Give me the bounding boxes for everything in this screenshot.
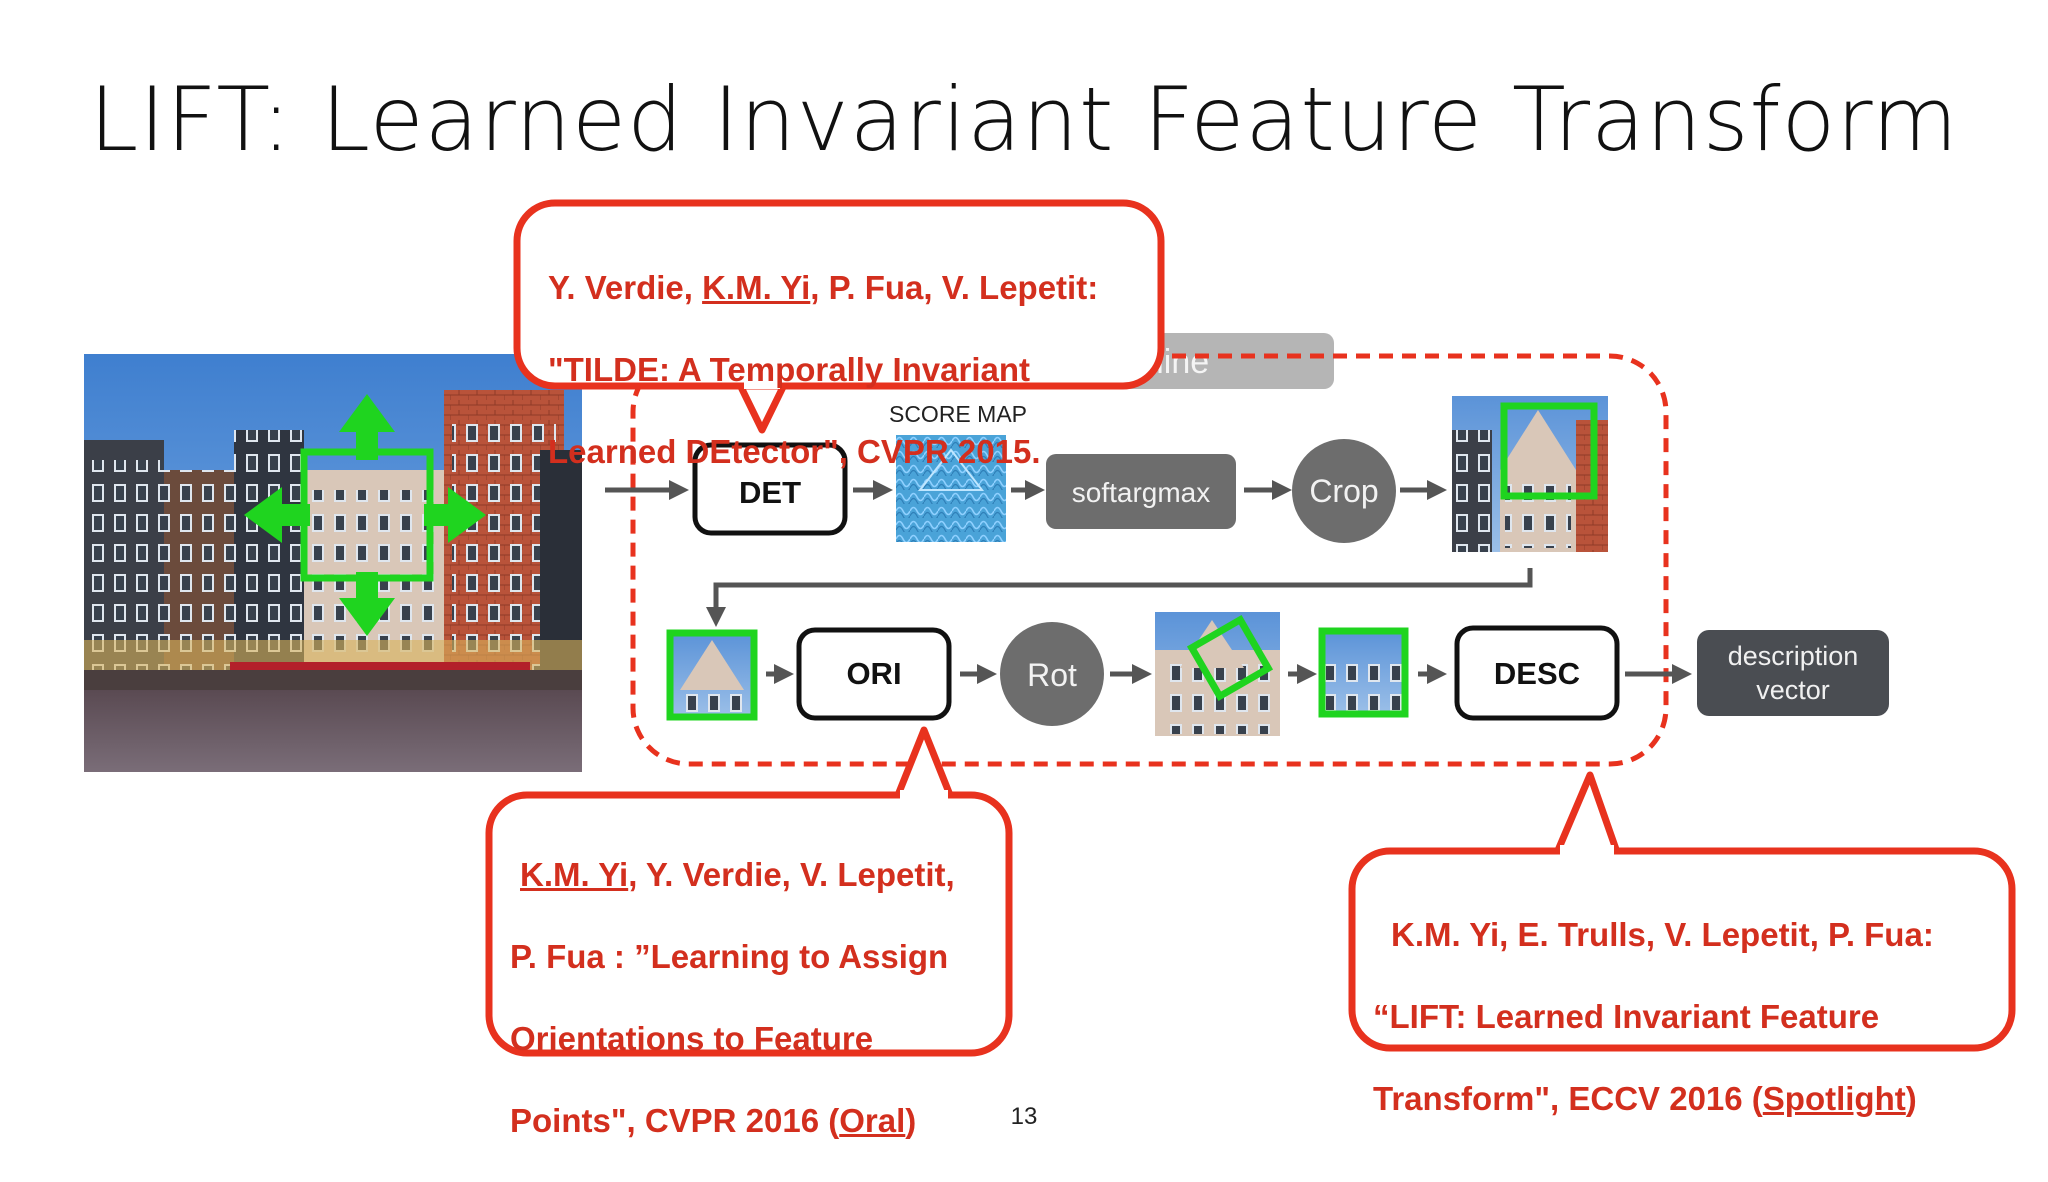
- detection-arrows: [244, 394, 486, 636]
- callout-orientation-text: K.M. Yi, Y. Verdie, V. Lepetit, P. Fua :…: [510, 813, 955, 1182]
- orientation-author-link: K.M. Yi: [520, 856, 629, 893]
- callout-lift: [1348, 771, 2016, 1052]
- aligned-patch: [1318, 627, 1409, 718]
- rot-node: [1000, 622, 1104, 726]
- tilde-authors-pre: Y. Verdie,: [548, 269, 703, 306]
- orientation-line4-pre: Points", CVPR 2016 (: [510, 1102, 840, 1139]
- callout-lift-line1: K.M. Yi, E. Trulls, V. Lepetit, P. Fua:: [1391, 916, 1934, 953]
- orientation-line4-post: ): [905, 1102, 917, 1139]
- patch-input: [666, 629, 758, 721]
- description-vector-output: [1697, 630, 1889, 716]
- callout-orientation-line3: Orientations to Feature: [510, 1020, 874, 1057]
- desc-label: DESC: [1494, 656, 1580, 691]
- rot-label: Rot: [1027, 657, 1077, 693]
- slide-title: LIFT: Learned Invariant Feature Transfor…: [89, 68, 1959, 171]
- input-image: [84, 354, 582, 772]
- callout-orientation-line4: Points", CVPR 2016 (Oral): [510, 1100, 955, 1141]
- callout-lift-line2: “LIFT: Learned Invariant Feature: [1373, 998, 1880, 1035]
- callout-tilde-line2: "TILDE: A Temporally Invariant: [548, 351, 1030, 388]
- page-number: 13: [1010, 1103, 1038, 1130]
- cropped-image: [1452, 396, 1608, 552]
- score-map-image: [896, 435, 1006, 542]
- rotated-patch-image: [1155, 612, 1280, 736]
- callout-tilde: [513, 199, 1165, 434]
- lift-pipeline-diagram: ipeline DET SCORE MAP softargmax Crop: [84, 199, 2016, 1057]
- callout-orientation-line2: P. Fua : ”Learning to Assign: [510, 938, 949, 975]
- callout-lift-text: K.M. Yi, E. Trulls, V. Lepetit, P. Fua: …: [1373, 873, 1934, 1160]
- det-label: DET: [739, 475, 801, 510]
- row-connector: [706, 568, 1533, 628]
- softargmax-block: [1046, 454, 1236, 529]
- orientation-authors-post: , Y. Verdie, V. Lepetit,: [628, 856, 955, 893]
- desc-block: [1454, 625, 1620, 721]
- tilde-author-link: K.M. Yi: [702, 269, 811, 306]
- callout-orientation: [485, 726, 1013, 1057]
- output-label-line2: vector: [1756, 675, 1830, 705]
- lift-line3-pre: Transform", ECCV 2016 (: [1373, 1080, 1763, 1117]
- crop-label: Crop: [1309, 473, 1378, 509]
- softargmax-label: softargmax: [1072, 477, 1211, 508]
- ori-label: ORI: [846, 656, 901, 691]
- tilde-authors-post: , P. Fua, V. Lepetit:: [810, 269, 1099, 306]
- callout-orientation-line1: K.M. Yi, Y. Verdie, V. Lepetit,: [510, 854, 955, 895]
- ori-block: [796, 627, 952, 721]
- score-map-detail: [917, 448, 985, 491]
- callout-tilde-line3: Learned DEtector", CVPR 2015.: [548, 433, 1041, 470]
- score-map-label: SCORE MAP: [889, 401, 1027, 427]
- output-label-line1: description: [1728, 641, 1859, 671]
- callout-lift-line3: Transform", ECCV 2016 (Spotlight): [1373, 1078, 1934, 1119]
- oral-link: Oral: [839, 1102, 906, 1139]
- callout-tilde-line1: Y. Verdie, K.M. Yi, P. Fua, V. Lepetit:: [548, 267, 1098, 308]
- crop-node: [1292, 439, 1396, 543]
- callout-tilde-text: Y. Verdie, K.M. Yi, P. Fua, V. Lepetit: …: [548, 226, 1098, 513]
- det-block: [692, 442, 848, 536]
- lift-line3-post: ): [1905, 1080, 1917, 1117]
- spotlight-link: Spotlight: [1762, 1080, 1906, 1117]
